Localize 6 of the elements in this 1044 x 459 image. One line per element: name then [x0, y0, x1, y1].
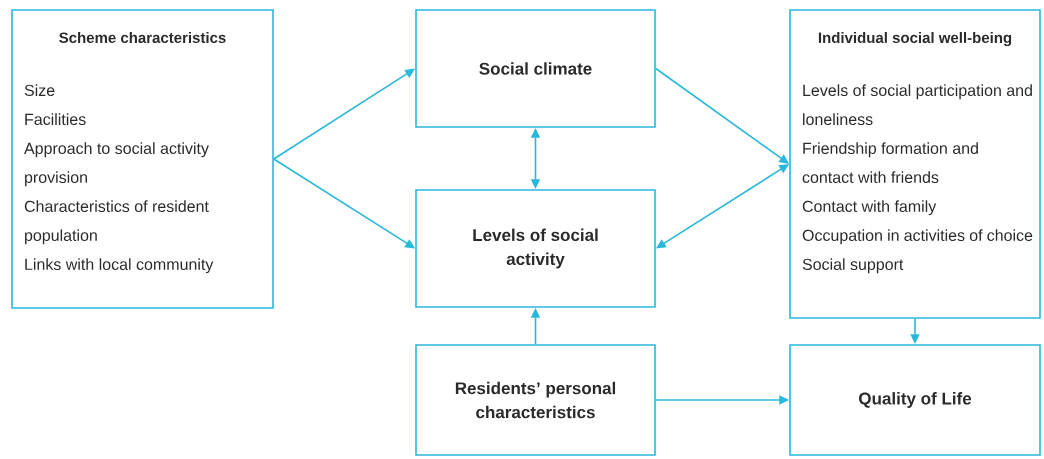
process-box: Quality of Life [789, 344, 1041, 456]
process-box: Levels of social activity [415, 189, 656, 308]
process-box: Residents’ personal characteristics [415, 344, 656, 456]
text-box: Scheme characteristics Size Facilities Approach to social activity provision Characteristics of resident population Links with local community [11, 9, 274, 309]
text-box: Individual social well-being Levels of social participation and loneliness Friendship formation and contact with friends Contact with family Occupation in activities of choice Social support [789, 9, 1041, 319]
process-box: Social climate [415, 9, 656, 128]
